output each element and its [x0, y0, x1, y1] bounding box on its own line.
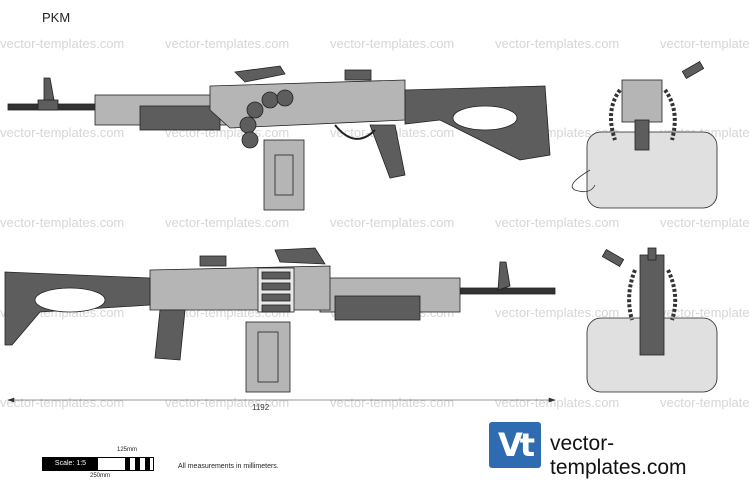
- handguard: [334, 295, 421, 321]
- brand-name: vector-templates.com: [550, 432, 687, 479]
- watermark-text: vector-templates.com: [330, 395, 455, 410]
- watermark-text: vector-templates.com: [660, 36, 750, 51]
- brand-logo: Vt: [489, 422, 541, 468]
- page-title: PKM: [42, 10, 71, 25]
- watermark-text: vector-templates.com: [495, 36, 620, 51]
- rear-sight: [199, 255, 227, 267]
- front-sight: [497, 261, 511, 291]
- ammo-box-feed: [263, 139, 305, 211]
- receiver: [209, 79, 406, 129]
- watermark-row: vector-templates.com vector-templates.com…: [0, 395, 750, 410]
- watermark-text: vector-templates.com: [495, 395, 620, 410]
- handguard: [139, 105, 221, 131]
- watermark-text: vector-templates.com: [0, 215, 125, 230]
- carry-handle: [274, 247, 326, 265]
- rear-view-top: [571, 60, 718, 209]
- watermark-text: vector-templates.com: [165, 215, 290, 230]
- scale-bar: Scale: 1:5: [42, 457, 154, 471]
- side-view-left: [7, 65, 551, 211]
- watermark-text: vector-templates.com: [165, 395, 290, 410]
- watermark-text: vector-templates.com: [330, 215, 455, 230]
- rear-sight: [344, 69, 372, 81]
- watermark-text: vector-templates.com: [330, 36, 455, 51]
- watermark-text: vector-templates.com: [0, 36, 125, 51]
- scale-half-label: 125mm: [117, 447, 138, 453]
- pistol-grip: [154, 309, 186, 361]
- watermark-row: vector-templates.com vector-templates.com…: [0, 36, 750, 51]
- dimension-line: [7, 397, 556, 403]
- pistol-grip: [369, 124, 406, 179]
- dimension-label: 1192: [252, 403, 270, 412]
- watermark-text: vector-templates.com: [660, 395, 750, 410]
- front-view-bottom: [586, 247, 718, 393]
- scale-full-label: 250mm: [90, 473, 111, 479]
- watermark-text: vector-templates.com: [660, 305, 750, 320]
- carry-handle: [234, 65, 286, 83]
- ammo-box: [586, 131, 718, 209]
- side-view-right: [4, 247, 556, 393]
- scale-label: Scale: 1:5: [43, 458, 98, 470]
- watermark-text: vector-templates.com: [165, 36, 290, 51]
- ammo-box-feed: [245, 321, 291, 393]
- watermark-text: vector-templates.com: [0, 125, 125, 140]
- watermark-text: vector-templates.com: [0, 395, 125, 410]
- watermark-text: vector-templates.com: [495, 215, 620, 230]
- receiver: [149, 265, 331, 311]
- scale-segment: [98, 458, 125, 470]
- trigger-guard: [334, 124, 376, 140]
- watermark-row: vector-templates.com vector-templates.com…: [0, 215, 750, 230]
- watermark-text: vector-templates.com: [660, 215, 750, 230]
- scale-stripes: [125, 458, 153, 470]
- measurement-note: All measurements in millimeters.: [178, 463, 279, 470]
- watermark-text: vector-templates.com: [495, 305, 620, 320]
